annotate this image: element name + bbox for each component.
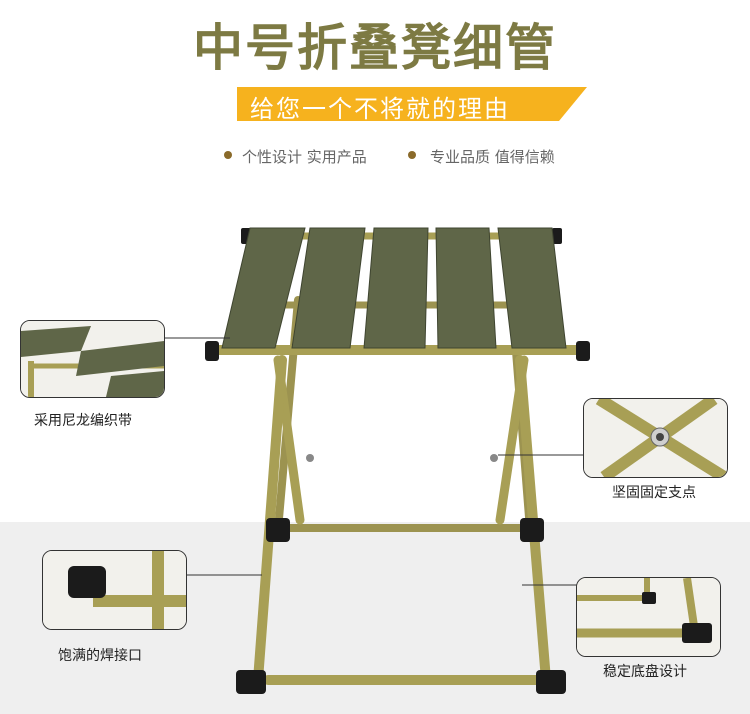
bullet-dot <box>408 151 416 159</box>
page-title: 中号折叠凳细管 <box>193 19 557 77</box>
tagline-1: 个性设计 实用产品 <box>242 148 367 166</box>
caption-weld: 饱满的焊接口 <box>58 648 142 664</box>
callout-nylon-strap <box>20 320 165 398</box>
banner-strip <box>237 87 587 121</box>
caption-pivot: 坚固固定支点 <box>612 485 696 501</box>
caption-nylon: 采用尼龙编织带 <box>34 413 132 429</box>
callout-pivot-point <box>583 398 728 478</box>
callout-weld <box>42 550 187 630</box>
bullet-dot <box>224 151 232 159</box>
callout-base <box>576 577 721 657</box>
banner-text: 给您一个不将就的理由 <box>250 95 510 123</box>
caption-base: 稳定底盘设计 <box>603 664 687 680</box>
tagline-2: 专业品质 值得信赖 <box>430 148 555 166</box>
